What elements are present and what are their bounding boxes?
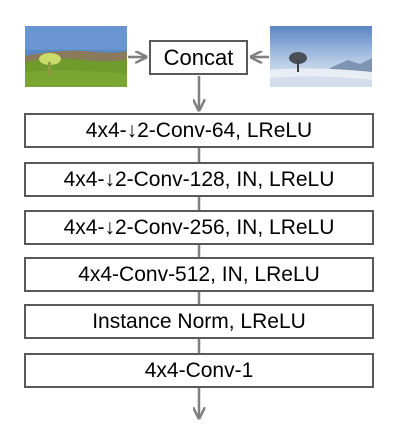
input-image-winter-photo	[270, 26, 372, 87]
layer-label-2: 4x4-↓2-Conv-128, IN, LReLU	[63, 167, 335, 191]
layer-label-4: 4x4-Conv-512, IN, LReLU	[78, 262, 320, 286]
layer-box-5: Instance Norm, LReLU	[24, 304, 374, 339]
layer-label-6: 4x4-Conv-1	[144, 358, 254, 382]
concat-label: Concat	[163, 44, 234, 70]
layer-label-1: 4x4-↓2-Conv-64, LReLU	[85, 118, 313, 142]
layer-label-3: 4x4-↓2-Conv-256, IN, LReLU	[63, 215, 335, 239]
concat-node: Concat	[149, 40, 248, 75]
layer-label-5: Instance Norm, LReLU	[92, 309, 306, 333]
layer-box-1: 4x4-↓2-Conv-64, LReLU	[24, 113, 374, 148]
layer-box-2: 4x4-↓2-Conv-128, IN, LReLU	[24, 162, 374, 197]
input-image-cartoon	[25, 26, 127, 87]
layer-box-6: 4x4-Conv-1	[24, 353, 374, 388]
layer-box-3: 4x4-↓2-Conv-256, IN, LReLU	[24, 210, 374, 245]
layer-box-4: 4x4-Conv-512, IN, LReLU	[24, 257, 374, 292]
